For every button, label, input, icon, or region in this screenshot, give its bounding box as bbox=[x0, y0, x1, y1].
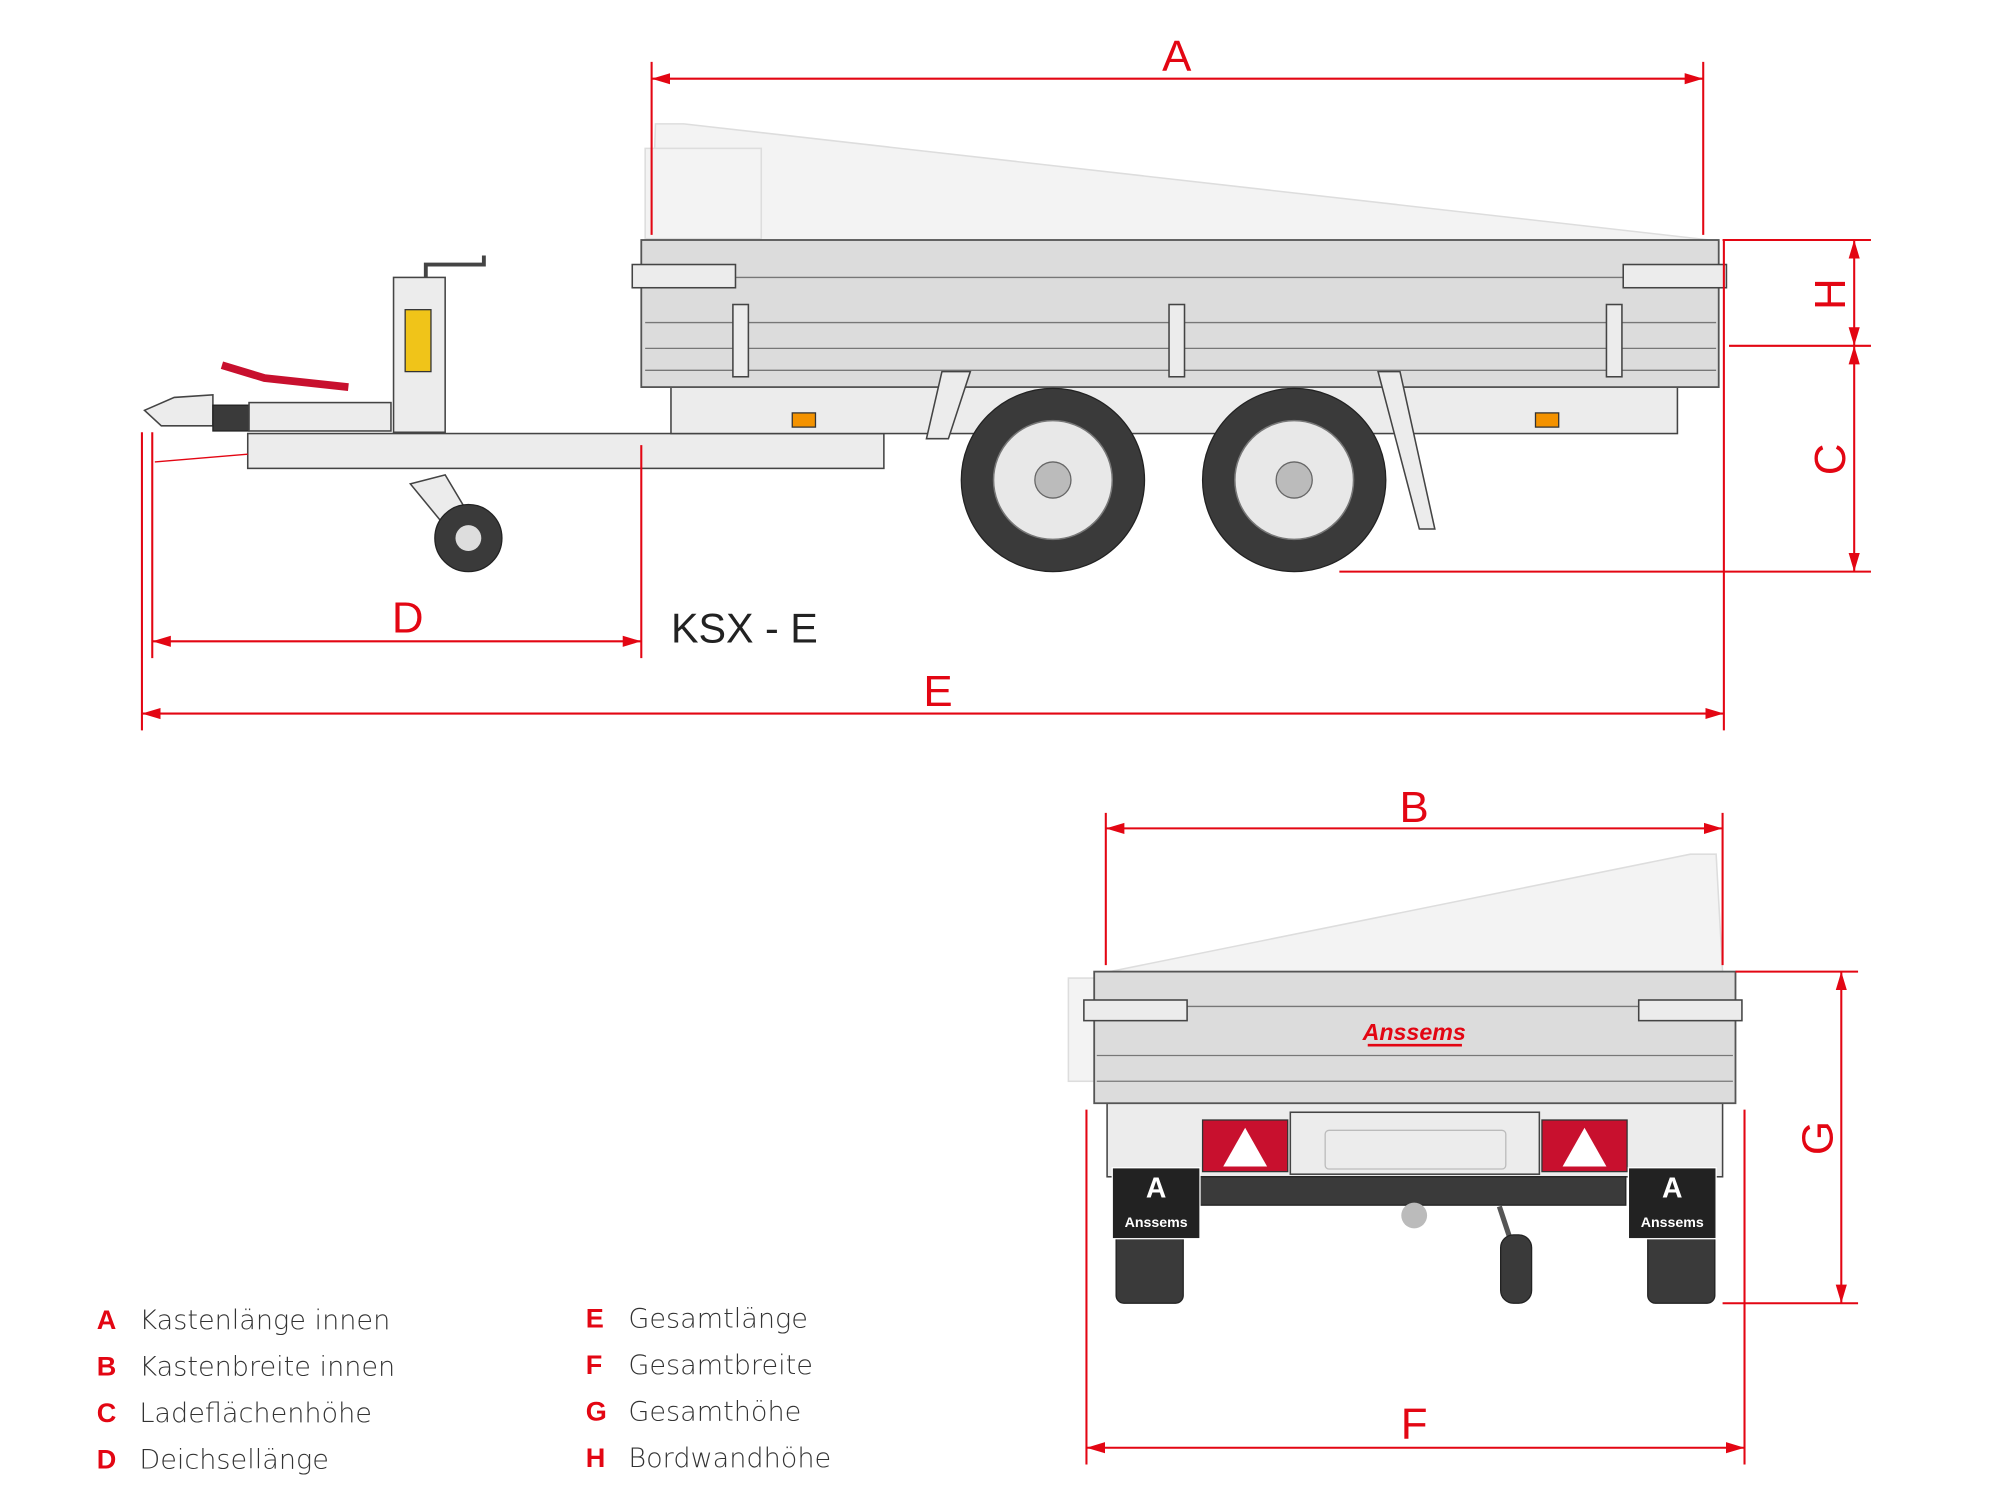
mudflap-left: A Anssems bbox=[1111, 1167, 1201, 1304]
tail-light-left bbox=[1201, 1119, 1289, 1173]
dimension-A: A bbox=[650, 32, 1705, 235]
side-view bbox=[143, 123, 1728, 573]
chassis-frame bbox=[670, 386, 1679, 435]
dimension-H: H bbox=[1722, 238, 1871, 347]
tilted-box-ghost bbox=[1109, 853, 1724, 973]
legend-label: Bordwandhöhe bbox=[628, 1443, 831, 1474]
legend-key: D bbox=[97, 1443, 117, 1474]
brand-logo: Anssems bbox=[1362, 1019, 1466, 1045]
ghost-hinge bbox=[644, 147, 763, 240]
svg-text:Anssems: Anssems bbox=[1641, 1215, 1704, 1231]
legend-label: Ladeflächenhöhe bbox=[139, 1398, 372, 1429]
dimension-F: F bbox=[1085, 1109, 1746, 1465]
jockey-wheel-rear bbox=[1401, 1202, 1533, 1304]
box-latch bbox=[1083, 999, 1188, 1022]
dimension-label-G: G bbox=[1793, 1121, 1842, 1155]
side-reflector bbox=[791, 412, 817, 428]
rear-bumper bbox=[1199, 1176, 1627, 1206]
dimension-C: C bbox=[1339, 345, 1871, 573]
legend-key: F bbox=[586, 1349, 603, 1380]
legend-label: Deichsellänge bbox=[139, 1444, 329, 1475]
jockey-wheel-assembly bbox=[392, 255, 503, 573]
drawbar bbox=[246, 432, 885, 470]
dimension-label-E: E bbox=[923, 667, 952, 716]
dimension-label-H: H bbox=[1806, 278, 1855, 310]
mudflap bbox=[1377, 370, 1436, 530]
box-latch bbox=[631, 263, 737, 289]
legend: A Kastenlänge innen B Kastenbreite innen… bbox=[97, 1303, 831, 1476]
legend-label: Gesamtbreite bbox=[628, 1350, 813, 1381]
svg-text:Anssems: Anssems bbox=[1125, 1215, 1188, 1231]
box-latch bbox=[1622, 263, 1728, 289]
wheel-rear bbox=[1201, 387, 1387, 573]
svg-text:A: A bbox=[1146, 1172, 1167, 1204]
coupling-head bbox=[143, 361, 392, 463]
legend-key: G bbox=[586, 1396, 607, 1427]
dimension-label-C: C bbox=[1806, 444, 1855, 476]
control-box bbox=[404, 309, 432, 373]
rear-view: Anssems A Anssems A Anssems bbox=[1067, 853, 1743, 1304]
dimension-D: D bbox=[151, 432, 643, 659]
box-latch bbox=[1637, 999, 1743, 1022]
tail-light-right bbox=[1541, 1119, 1628, 1173]
handbrake-lever bbox=[220, 361, 349, 391]
legend-key: B bbox=[97, 1350, 117, 1381]
legend-label: Kastenlänge innen bbox=[139, 1305, 390, 1336]
wheel-front bbox=[960, 387, 1146, 573]
dimension-label-A: A bbox=[1162, 32, 1192, 81]
tilted-box-ghost bbox=[650, 123, 1710, 241]
dimension-label-F: F bbox=[1401, 1400, 1428, 1449]
legend-label: Gesamtlänge bbox=[628, 1304, 808, 1335]
mudflap-right: A Anssems bbox=[1627, 1167, 1717, 1304]
dimension-E: E bbox=[140, 240, 1725, 731]
side-reflector bbox=[1534, 412, 1560, 428]
legend-key: C bbox=[97, 1397, 117, 1428]
legend-label: Kastenbreite innen bbox=[139, 1351, 395, 1382]
dimension-B: B bbox=[1104, 783, 1724, 966]
legend-key: A bbox=[97, 1304, 117, 1335]
dimension-label-D: D bbox=[392, 593, 424, 642]
license-plate-holder bbox=[1289, 1111, 1541, 1175]
legend-label: Gesamthöhe bbox=[628, 1397, 801, 1428]
dimension-label-B: B bbox=[1400, 783, 1429, 832]
legend-key: H bbox=[586, 1442, 606, 1473]
dimension-G: G bbox=[1722, 970, 1859, 1305]
legend-key: E bbox=[586, 1303, 604, 1334]
svg-text:A: A bbox=[1662, 1172, 1683, 1204]
model-name: KSX - E bbox=[671, 606, 818, 652]
crank-handle bbox=[423, 255, 486, 278]
